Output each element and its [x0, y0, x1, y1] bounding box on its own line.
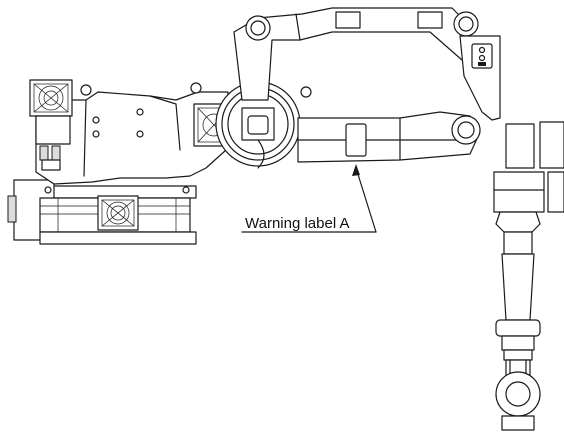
warning-label-a-text: Warning label A: [245, 215, 350, 232]
warning-label-callout: Warning label A: [241, 164, 377, 233]
base-fan-icon: [97, 195, 139, 231]
shoulder-joint: [193, 81, 312, 169]
upper-arm: [297, 111, 481, 163]
elbow-housing: [459, 35, 564, 213]
body-fan-icon: [29, 79, 73, 171]
wrist-assembly: [495, 211, 541, 431]
lower-arm: [233, 7, 479, 101]
